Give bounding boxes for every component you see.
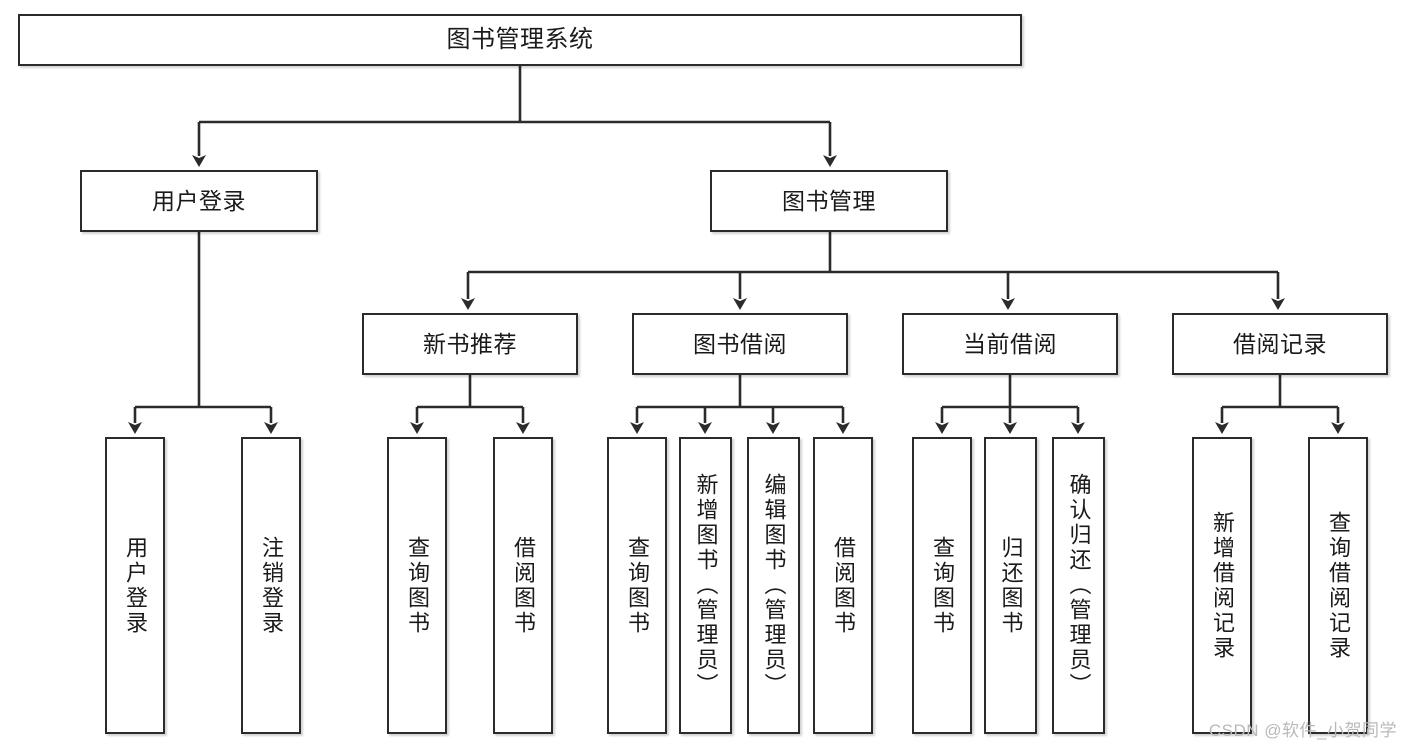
node-book-management[interactable]: 图书管理: [710, 170, 948, 232]
node-label: 新书推荐: [423, 330, 517, 357]
node-label: 新增借阅记录: [1210, 510, 1235, 661]
leaf-newbook-borrow-book[interactable]: 借阅图书: [493, 437, 553, 734]
node-new-book-recommend[interactable]: 新书推荐: [362, 313, 578, 375]
leaf-user-login[interactable]: 用户登录: [105, 437, 165, 734]
node-label: 借阅图书: [831, 535, 856, 636]
leaf-current-return-book[interactable]: 归还图书: [984, 437, 1037, 734]
node-label: 当前借阅: [963, 330, 1057, 357]
node-label: 查询图书: [625, 535, 650, 636]
node-label: 用户登录: [152, 187, 246, 214]
watermark-text: CSDN @软件_小贺同学: [1208, 721, 1397, 740]
leaf-newbook-query-book[interactable]: 查询图书: [387, 437, 447, 734]
leaf-record-query-record[interactable]: 查询借阅记录: [1308, 437, 1368, 734]
node-book-borrow[interactable]: 图书借阅: [632, 313, 848, 375]
node-label: 借阅记录: [1233, 330, 1327, 357]
node-label: 查询借阅记录: [1326, 510, 1351, 661]
node-label: 归还图书: [998, 535, 1024, 636]
leaf-current-query-book[interactable]: 查询图书: [912, 437, 972, 734]
node-label: 图书管理: [782, 187, 876, 214]
node-label: 注销登录: [259, 535, 284, 636]
leaf-current-confirm-return-admin[interactable]: 确认归还（管理员）: [1052, 437, 1105, 734]
node-label: 用户登录: [123, 535, 148, 636]
leaf-borrow-add-book-admin[interactable]: 新增图书（管理员）: [679, 437, 732, 734]
node-label: 编辑图书（管理员）: [761, 473, 787, 698]
node-current-borrow[interactable]: 当前借阅: [902, 313, 1118, 375]
node-label: 查询图书: [405, 535, 430, 636]
node-borrow-record[interactable]: 借阅记录: [1172, 313, 1388, 375]
node-label: 图书管理系统: [446, 26, 594, 53]
node-label: 新增图书（管理员）: [693, 473, 719, 698]
leaf-record-add-record[interactable]: 新增借阅记录: [1192, 437, 1252, 734]
leaf-borrow-borrow-book[interactable]: 借阅图书: [813, 437, 873, 734]
node-label: 确认归还（管理员）: [1066, 473, 1092, 698]
leaf-user-logout[interactable]: 注销登录: [241, 437, 301, 734]
node-label: 查询图书: [930, 535, 955, 636]
node-root-system[interactable]: 图书管理系统: [18, 14, 1022, 66]
leaf-borrow-query-book[interactable]: 查询图书: [607, 437, 667, 734]
node-user-login[interactable]: 用户登录: [80, 170, 318, 232]
node-label: 借阅图书: [511, 535, 536, 636]
leaf-borrow-edit-book-admin[interactable]: 编辑图书（管理员）: [747, 437, 800, 734]
node-label: 图书借阅: [693, 330, 787, 357]
